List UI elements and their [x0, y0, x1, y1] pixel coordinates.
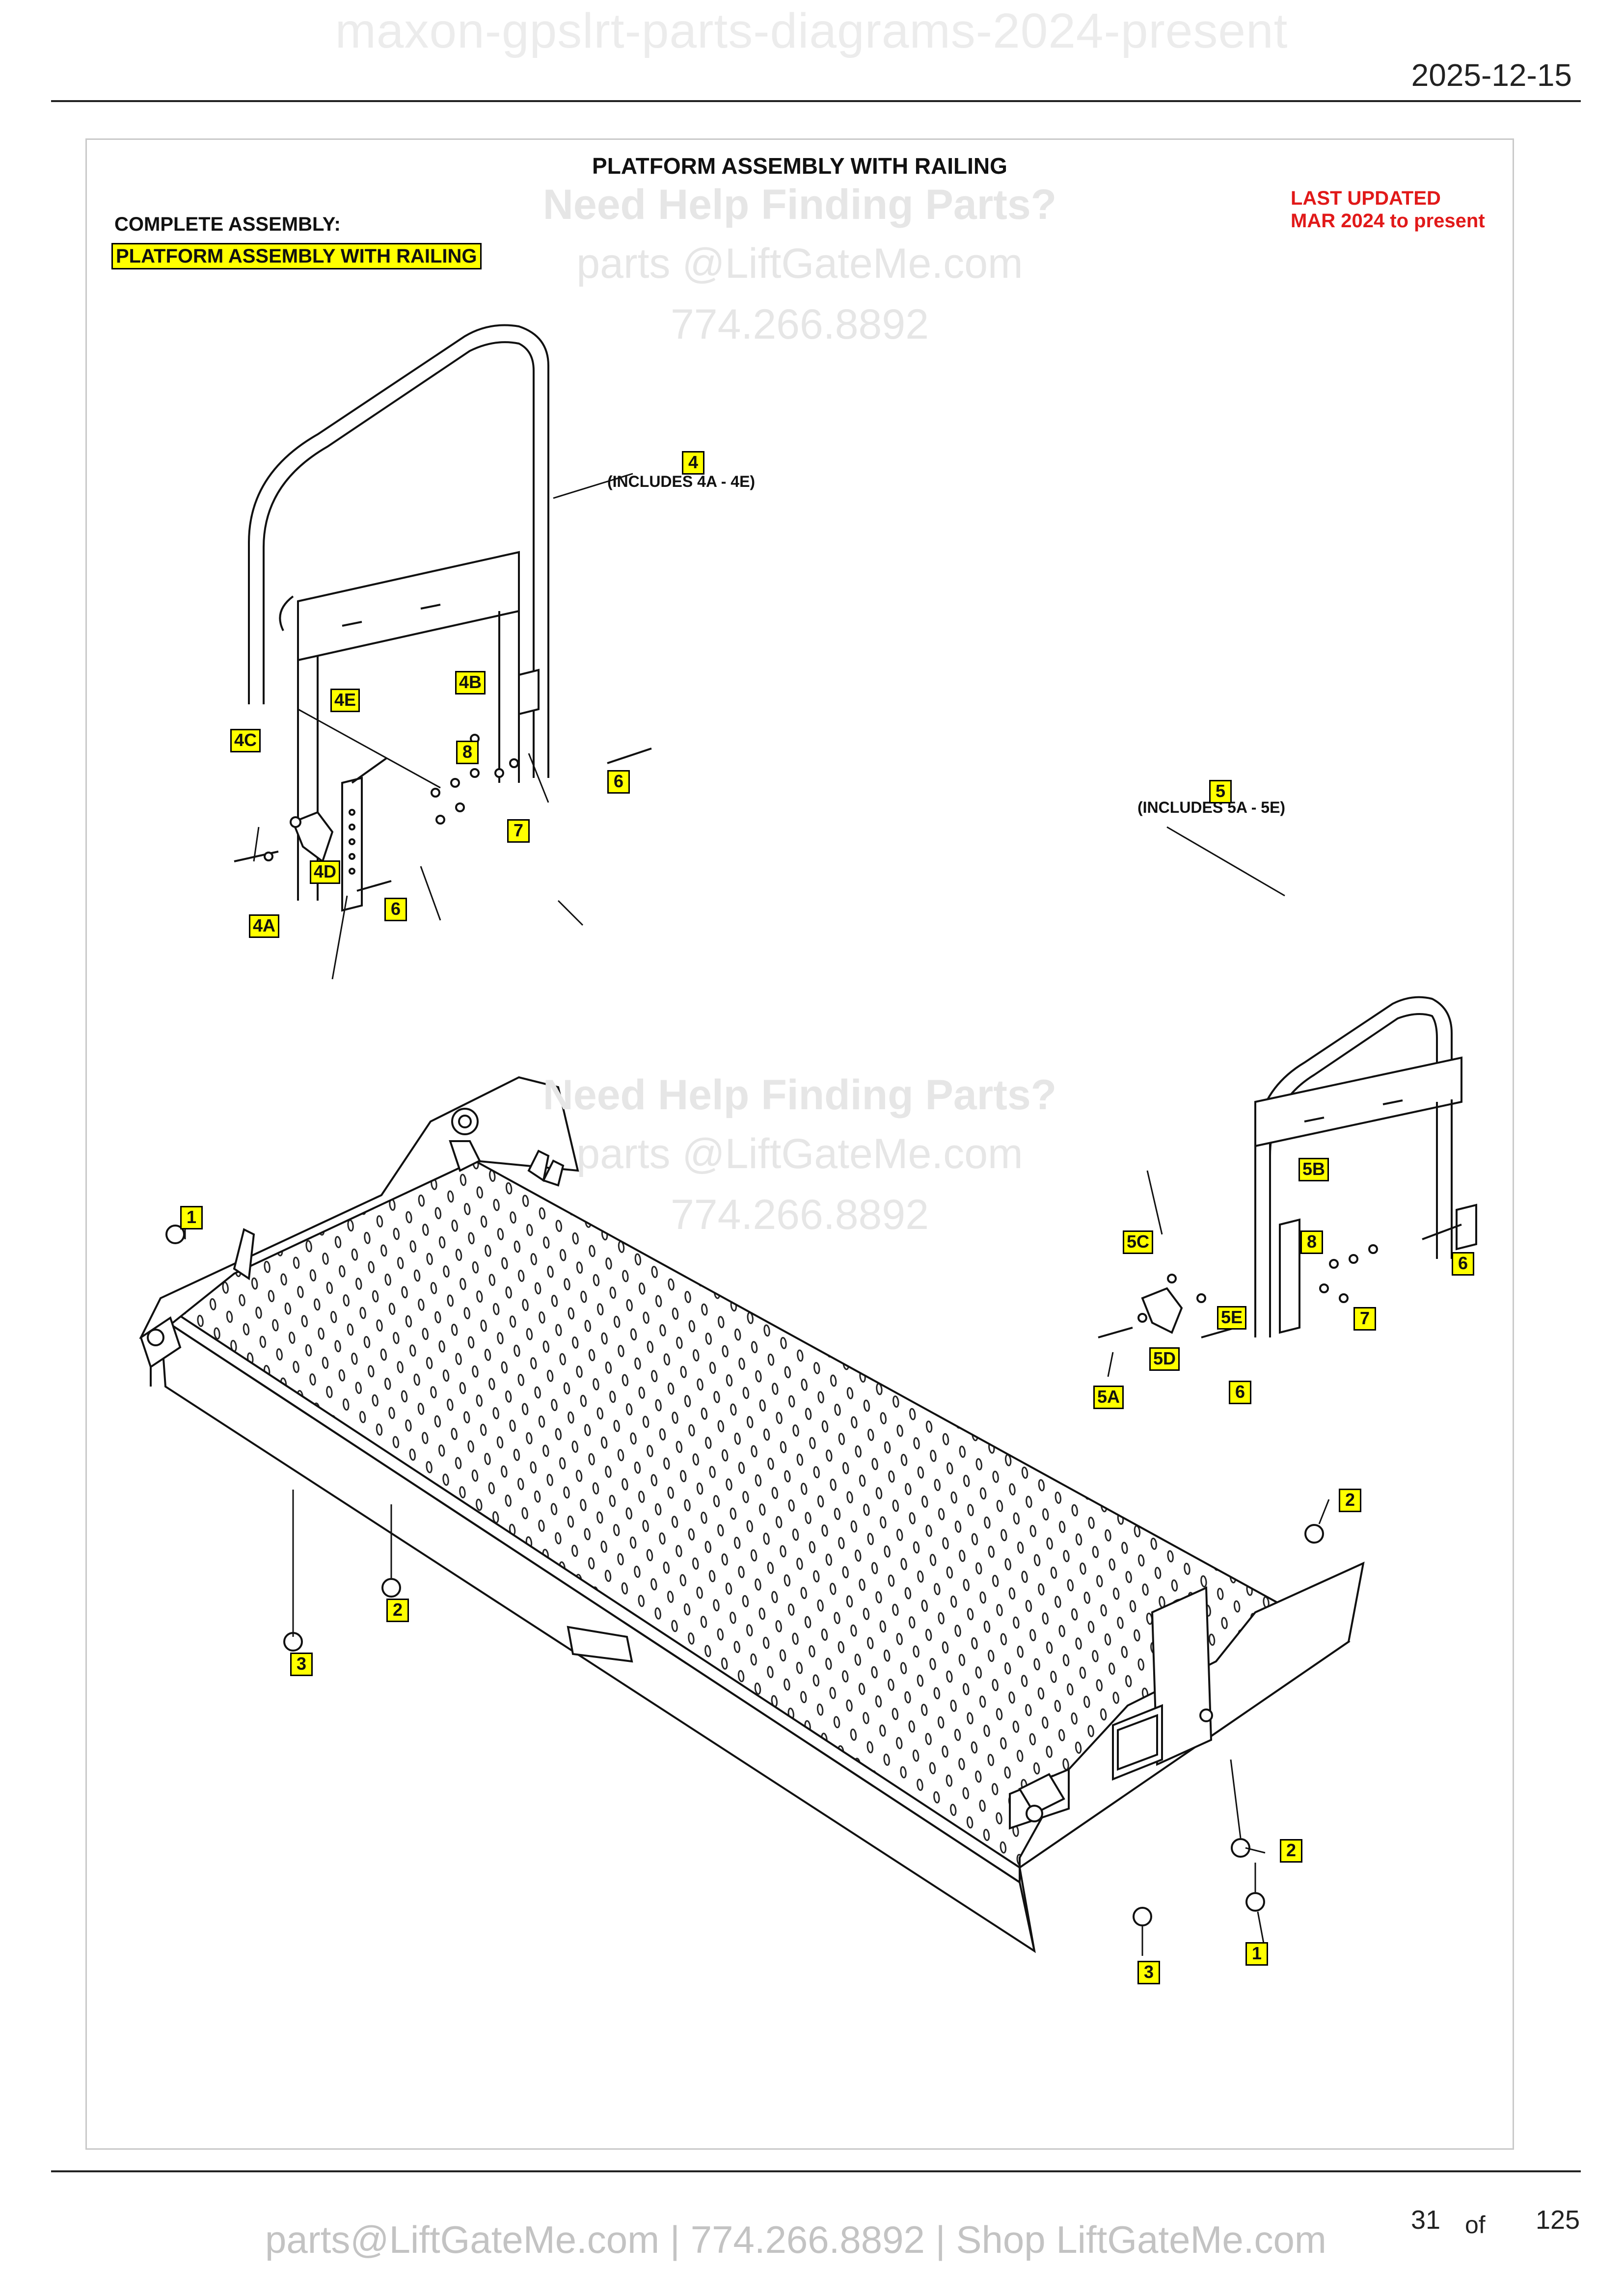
callout-2-right-bottom: 2 — [1280, 1839, 1302, 1863]
header-divider — [51, 100, 1581, 102]
callout-5d: 5D — [1149, 1347, 1180, 1371]
complete-assembly-label: COMPLETE ASSEMBLY: — [114, 214, 341, 235]
callout-6-right-lower: 6 — [1229, 1381, 1251, 1404]
left-side-bracket — [139, 1076, 579, 1339]
watermark-phone: 774.266.8892 — [670, 1191, 929, 1238]
callout-7-left: 7 — [507, 819, 530, 843]
callout-5e: 5E — [1217, 1306, 1247, 1330]
includes-note-4: (INCLUDES 4A - 4E) — [607, 473, 756, 490]
callout-5c: 5C — [1123, 1230, 1154, 1254]
watermark-help-text: Need Help Finding Parts? — [542, 1071, 1057, 1119]
callout-4e: 4E — [330, 689, 360, 712]
callout-6-right: 6 — [1452, 1252, 1474, 1276]
last-updated-notice: LAST UPDATED MAR 2024 to present — [1291, 187, 1485, 232]
complete-assembly-name: PLATFORM ASSEMBLY WITH RAILING — [111, 243, 482, 269]
page-number-current: 31 — [1411, 2205, 1441, 2235]
callout-2-left: 2 — [386, 1599, 409, 1622]
right-railing-hardware — [1098, 1224, 1462, 1338]
last-updated-line1: LAST UPDATED — [1291, 187, 1441, 209]
left-railing-hardware — [234, 734, 652, 892]
callout-1-left: 1 — [180, 1206, 203, 1229]
document-date: 2025-12-15 — [1411, 57, 1572, 93]
document-header-title: maxon-gpslrt-parts-diagrams-2024-present — [335, 3, 1288, 58]
footer-contact: parts@LiftGateMe.com | 774.266.8892 | Sh… — [265, 2218, 1326, 2261]
leader-lines — [184, 473, 1330, 1956]
right-side-bracket — [1009, 1561, 1365, 1869]
callout-2-right-top: 2 — [1339, 1489, 1361, 1512]
watermark-help-text: Need Help Finding Parts? — [542, 181, 1057, 228]
callout-5: 5 — [1209, 780, 1232, 803]
callout-5a: 5A — [1093, 1386, 1124, 1409]
bushings — [165, 1225, 1324, 1926]
callout-6-top-right: 6 — [607, 770, 630, 794]
page-number-separator: of — [1465, 2211, 1486, 2239]
callout-3-left: 3 — [290, 1653, 313, 1676]
right-railing — [1254, 996, 1477, 1337]
callout-6-left: 6 — [384, 898, 407, 921]
watermark-top: Need Help Finding Parts? parts @LiftGate… — [87, 176, 1513, 355]
watermark-middle: Need Help Finding Parts? parts @LiftGate… — [87, 1067, 1513, 1245]
callout-4a: 4A — [249, 914, 280, 938]
platform-assembly-drawing — [139, 324, 1477, 1956]
left-railing — [248, 324, 549, 912]
callout-8-left: 8 — [456, 741, 479, 764]
callout-4c: 4C — [230, 729, 261, 752]
callout-4b: 4B — [455, 671, 486, 694]
callout-4d: 4D — [310, 860, 341, 884]
left-corner-hinge — [139, 1316, 182, 1387]
diagram-title: PLATFORM ASSEMBLY WITH RAILING — [592, 153, 1007, 179]
callout-1-right: 1 — [1245, 1942, 1268, 1966]
watermark-email: parts @LiftGateMe.com — [576, 1130, 1023, 1177]
callout-7-right: 7 — [1353, 1307, 1376, 1331]
last-updated-line2: MAR 2024 to present — [1291, 210, 1485, 232]
parts-diagram-frame: PLATFORM ASSEMBLY WITH RAILING Need Help… — [85, 138, 1514, 2150]
page-number-total: 125 — [1536, 2205, 1580, 2235]
watermark-email: parts @LiftGateMe.com — [576, 240, 1023, 287]
callout-4: 4 — [682, 451, 704, 475]
footer-divider — [51, 2170, 1581, 2172]
watermark-phone: 774.266.8892 — [670, 301, 929, 348]
callout-5b: 5B — [1298, 1158, 1329, 1181]
platform-deck — [158, 1159, 1351, 1953]
callout-8-right: 8 — [1300, 1230, 1323, 1254]
callout-3-right: 3 — [1137, 1961, 1160, 1984]
